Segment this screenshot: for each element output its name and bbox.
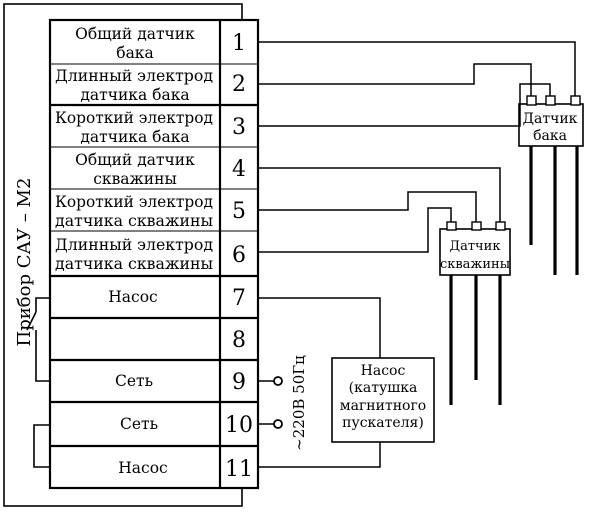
terminal-label-line: Длинный электрод xyxy=(55,67,213,85)
terminal-label-line: Короткий электрод xyxy=(55,193,213,211)
terminal-label-line: датчика скважины xyxy=(55,212,213,230)
terminal-row: Длинный электрод датчика скважины 6 xyxy=(55,236,246,273)
terminal-row: Общий датчик бака 1 xyxy=(75,25,246,62)
terminal-label-line: скважины xyxy=(93,170,177,188)
pump-box-label: (катушка xyxy=(349,380,418,396)
terminal-row: 8 xyxy=(232,328,246,353)
terminal-number: 11 xyxy=(225,457,253,482)
pump-box-label: пускателя) xyxy=(342,415,424,431)
terminal-number: 6 xyxy=(232,243,246,268)
terminal-label-line: Сеть xyxy=(115,372,153,390)
terminal-row: Сеть 10 xyxy=(120,413,253,438)
well-sensor-label: Датчик xyxy=(450,239,501,254)
device-title: Прибор САУ – М2 xyxy=(14,178,35,347)
terminal-label-line: Длинный электрод xyxy=(55,236,213,254)
wires xyxy=(258,41,576,468)
mains-label: ~220В 50Гц xyxy=(290,355,308,451)
terminal-number: 7 xyxy=(232,286,246,311)
tank-sensor-label: бака xyxy=(533,128,567,144)
mains-terminals xyxy=(273,376,283,429)
terminal-label-line: Короткий электрод xyxy=(55,109,213,127)
terminal-block xyxy=(48,18,260,490)
terminal-label-line: Насос xyxy=(108,288,157,306)
terminal-label-line: датчика скважины xyxy=(55,255,213,273)
terminal-row: Короткий электрод датчика скважины 5 xyxy=(55,193,246,230)
internal-jumper xyxy=(33,424,50,468)
terminal-label-line: датчика бака xyxy=(80,128,189,146)
terminal-number: 10 xyxy=(225,413,253,438)
terminal-number: 5 xyxy=(232,199,246,224)
terminal-number: 8 xyxy=(232,328,246,353)
well-sensor: Датчик скважины xyxy=(439,221,511,405)
terminal-number: 2 xyxy=(232,72,246,97)
terminal-row: Насос 7 xyxy=(108,286,246,311)
pump-box-label: магнитного xyxy=(340,398,427,414)
terminal-row: Насос 11 xyxy=(118,457,253,482)
terminal-row: Короткий электрод датчика бака 3 xyxy=(55,109,246,146)
terminal-row: Сеть 9 xyxy=(115,370,246,395)
tank-sensor-label: Датчик xyxy=(523,111,578,127)
well-sensor-label: скважины xyxy=(440,257,510,272)
terminal-number: 9 xyxy=(232,370,246,395)
terminal-number: 4 xyxy=(232,157,246,182)
terminal-label-line: Сеть xyxy=(120,415,158,433)
terminal-label-line: бака xyxy=(116,44,154,62)
terminal-number: 1 xyxy=(232,31,246,56)
row-separators xyxy=(50,63,258,448)
tank-sensor: Датчик бака xyxy=(518,95,584,275)
terminal-label-line: датчика бака xyxy=(80,86,189,104)
relay-contact xyxy=(26,297,50,382)
terminal-number: 3 xyxy=(232,115,246,140)
pump-box: Насос (катушка магнитного пускателя) xyxy=(331,357,435,443)
terminal-label-line: Общий датчик xyxy=(75,25,195,43)
pump-box-label: Насос xyxy=(361,363,406,379)
terminal-label-line: Насос xyxy=(118,459,167,477)
terminal-label-line: Общий датчик xyxy=(75,151,195,169)
terminal-row: Общий датчик скважины 4 xyxy=(75,151,246,188)
terminal-row: Длинный электрод датчика бака 2 xyxy=(55,67,246,104)
